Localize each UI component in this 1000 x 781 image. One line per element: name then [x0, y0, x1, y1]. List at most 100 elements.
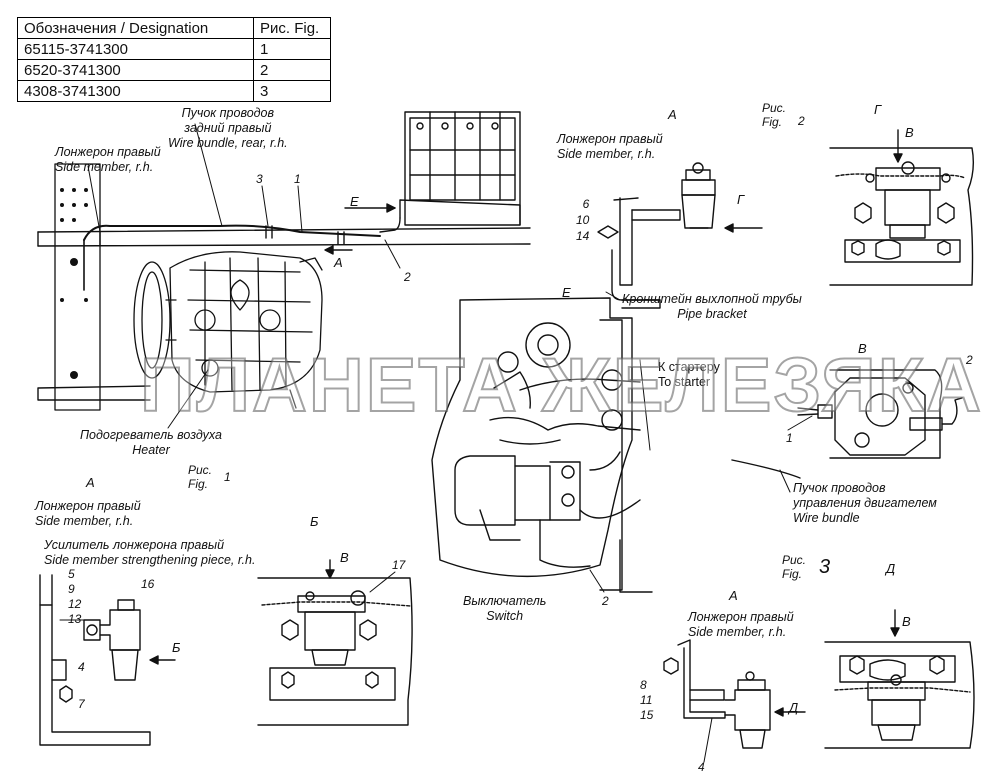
table-cell: 1 — [253, 38, 331, 60]
table-cell: 65115-3741300 — [17, 38, 254, 60]
side-member-fig2-label: Лонжерон правый Side member, r.h. — [557, 132, 663, 162]
callout-number: 1 — [294, 172, 301, 186]
figure-number: 2 — [798, 114, 805, 128]
callout-number: 17 — [392, 558, 406, 572]
callout-number: 16 — [141, 577, 155, 591]
table-cell: 4308-3741300 — [17, 80, 254, 102]
view-g — [829, 129, 975, 286]
callout-number: 6 — [582, 197, 590, 211]
view-letter: В — [340, 550, 349, 565]
view-letter: В — [905, 125, 914, 140]
view-e — [431, 297, 653, 593]
pipe-bracket-label: Кронштейн выхлопной трубы Pipe bracket — [622, 292, 802, 322]
view-b — [257, 559, 413, 726]
view-letter: Б — [310, 514, 319, 529]
view-letter: Г — [737, 192, 745, 207]
label-line: управления двигателем — [793, 496, 937, 510]
callout-number: 12 — [68, 597, 82, 611]
label-line: Side member, r.h. — [55, 160, 154, 174]
figure-word: Fig. — [762, 115, 783, 129]
battery-box — [379, 111, 521, 233]
view-letter: А — [334, 255, 343, 270]
to-starter-label: К стартеру To starter — [658, 360, 720, 390]
callout-number: 4 — [698, 760, 705, 774]
label-line: Кронштейн выхлопной трубы — [622, 292, 802, 306]
view-letter: А — [668, 107, 677, 122]
label-line: Side member strengthening piece, r.h. — [44, 553, 256, 567]
strengthening-label: Усилитель лонжерона правый Side member s… — [44, 538, 255, 568]
label-line: Лонжерон правый — [35, 499, 141, 513]
table-header-cell: Рис. Fig. — [253, 17, 331, 39]
table-row: 4308-3741300 3 — [17, 80, 331, 102]
label-line: Wire bundle, rear, r.h. — [168, 136, 288, 150]
side-member-fig3-label: Лонжерон правый Side member, r.h. — [688, 610, 794, 640]
heater-label: Подогреватель воздуха Heater — [80, 428, 222, 458]
view-letter: Б — [172, 640, 181, 655]
callout-number: 8 — [640, 678, 647, 692]
label-line: Лонжерон правый — [55, 145, 161, 159]
table-cell: 3 — [253, 80, 331, 102]
view-letter: Е — [350, 194, 359, 209]
view-letter: В — [858, 341, 867, 356]
figure-word: Рис. — [188, 463, 213, 477]
figure-word: Рис. — [782, 553, 807, 567]
callout-number: 15 — [640, 708, 654, 722]
callout-number: 9 — [68, 582, 75, 596]
table-row: 6520-3741300 2 — [17, 59, 331, 81]
callout-number: 11 — [640, 693, 653, 707]
label-line: Wire bundle — [793, 511, 860, 525]
label-line: Усилитель лонжерона правый — [44, 538, 225, 552]
label-line: Side member, r.h. — [557, 147, 656, 161]
engine-drawing — [133, 251, 323, 409]
callout-number: 5 — [68, 567, 75, 581]
label-line: Side member, r.h. — [35, 514, 134, 528]
view-d — [824, 609, 975, 749]
label-line: Лонжерон правый — [688, 610, 794, 624]
table-header-row: Обозначения / Designation Рис. Fig. — [17, 17, 331, 39]
label-line: Switch — [486, 609, 524, 623]
view-a-fig3 — [663, 639, 806, 763]
wire-bundle-rear-label: Пучок проводов задний правый Wire bundle… — [168, 106, 288, 151]
callout-stack: 6 10 14 — [576, 196, 589, 244]
callout-number: 2 — [966, 353, 973, 367]
table-cell: 2 — [253, 59, 331, 81]
watermark: ПЛАНЕТА ЖЕЛЕЗЯКА — [139, 342, 984, 429]
callout-number: 2 — [602, 594, 609, 608]
callout-number: 7 — [78, 697, 85, 711]
figure-word: Рис. — [762, 101, 787, 115]
figure-label-fig3: Рис. Fig. — [782, 553, 806, 581]
table-cell: 6520-3741300 — [17, 59, 254, 81]
view-a-fig2 — [597, 162, 763, 309]
view-a-fig1 — [39, 574, 176, 746]
callout-number: 2 — [404, 270, 411, 284]
label-line: Heater — [132, 443, 170, 457]
view-letter: В — [902, 614, 911, 629]
label-line: К стартеру — [658, 360, 720, 374]
designation-table: Обозначения / Designation Рис. Fig. 6511… — [17, 17, 331, 102]
table-header-cell: Обозначения / Designation — [17, 17, 254, 39]
callout-stack: 5 9 12 13 — [68, 567, 81, 627]
label-line: To starter — [658, 375, 711, 389]
side-member-main-label: Лонжерон правый Side member, r.h. — [55, 145, 161, 175]
view-letter: Е — [562, 285, 571, 300]
view-letter: Д — [886, 561, 896, 576]
main-chassis-view — [37, 111, 531, 429]
view-letter: А — [729, 588, 738, 603]
label-line: Pipe bracket — [677, 307, 747, 321]
view-letter: А — [86, 475, 95, 490]
label-line: Лонжерон правый — [557, 132, 663, 146]
view-letter: Д — [789, 700, 799, 715]
engine-bundle-label: Пучок проводов управления двигателем Wir… — [793, 481, 937, 526]
view-letter: Г — [874, 102, 882, 117]
callout-number: 10 — [576, 213, 590, 227]
callout-stack: 8 11 15 — [640, 678, 653, 723]
view-v — [731, 369, 963, 493]
switch-label: Выключатель Switch — [463, 594, 546, 624]
figure-number: 1 — [224, 470, 231, 484]
side-member-fig1-label: Лонжерон правый Side member, r.h. — [35, 499, 141, 529]
figure-label-fig2: Рис. Fig. — [762, 101, 786, 129]
callout-number: 1 — [786, 431, 793, 445]
callout-number: 3 — [256, 172, 263, 186]
